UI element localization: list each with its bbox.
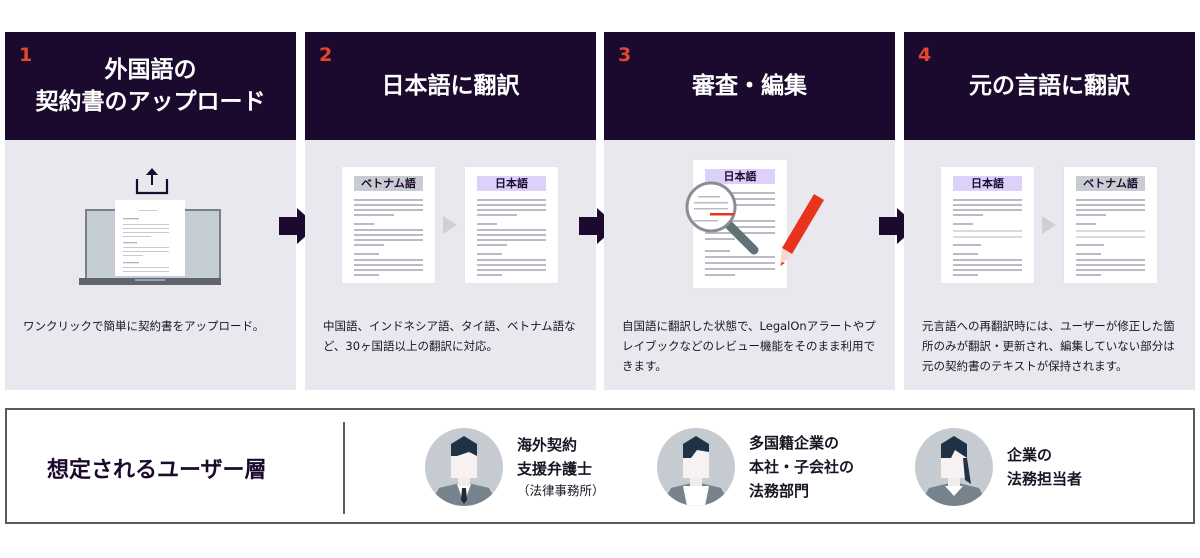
persona-label-line2: 支援弁護士: [517, 460, 593, 478]
step-1-header: 1 外国語の 契約書のアップロード: [5, 32, 296, 140]
arrow-right-icon: [879, 208, 917, 244]
edited-document: 日本語: [941, 167, 1034, 283]
persona-lawyer: 海外契約 支援弁護士 （法律事務所）: [425, 428, 605, 506]
persona-label-line2: 本社・子会社の: [749, 458, 855, 476]
step-title: 外国語の 契約書のアップロード: [35, 57, 266, 115]
arrow-right-icon: [579, 208, 617, 244]
translated-document: 日本語: [465, 167, 558, 283]
document-language-tag: ベトナム語: [354, 176, 423, 191]
retranslated-document: ベトナム語: [1064, 167, 1157, 283]
step-number: 2: [319, 44, 333, 66]
magnifier-icon: [685, 181, 759, 255]
document-language-tag: ベトナム語: [1076, 176, 1145, 191]
step-3-header: 3 審査・編集: [604, 32, 895, 140]
arrow-right-icon: [279, 208, 317, 244]
step-description: 中国語、インドネシア語、タイ語、ベトナム語など、30ヶ国語以上の翻訳に対応。: [323, 319, 576, 353]
persona-label-line3: 法務部門: [749, 482, 810, 500]
step-4-header: 4 元の言語に翻訳: [904, 32, 1195, 140]
persona-label-line1: 企業の: [1007, 446, 1053, 464]
small-arrow-icon: [1042, 216, 1056, 234]
persona-label-line2: 法務担当者: [1007, 470, 1083, 488]
step-3-body: 日本語 自国語に翻訳した状態で、L: [604, 140, 895, 390]
divider: [343, 422, 345, 514]
step-title: 日本語に翻訳: [381, 73, 520, 99]
step-4-panel: 4 元の言語に翻訳 日本語 ベトナム語: [904, 32, 1195, 390]
review-document: 日本語: [693, 160, 787, 288]
lawyer-avatar-icon: [425, 428, 503, 506]
persona-label-line1: 多国籍企業の: [749, 434, 840, 452]
step-title: 審査・編集: [692, 73, 807, 99]
small-arrow-icon: [443, 216, 457, 234]
step-title: 元の言語に翻訳: [969, 73, 1130, 99]
persona-label-line1: 海外契約: [517, 436, 578, 454]
document-language-tag: 日本語: [477, 176, 546, 191]
staff-avatar-icon: [915, 428, 993, 506]
persona-sublabel: （法律事務所）: [517, 483, 605, 498]
step-description: 自国語に翻訳した状態で、LegalOnアラートやプレイブックなどのレビュー機能を…: [622, 319, 876, 373]
step-description: 元言語への再翻訳時には、ユーザーが修正した箇所のみが翻訳・更新され、編集していな…: [922, 319, 1175, 373]
step-number: 1: [19, 44, 33, 66]
step-2-panel: 2 日本語に翻訳 ベトナム語 日本語: [305, 32, 596, 390]
step-1-panel: 1 外国語の 契約書のアップロード ワンクリックで簡: [5, 32, 296, 390]
target-users-box: 想定されるユーザー層 海外契約 支援弁護士 （法律事務所）: [5, 408, 1195, 524]
step-number: 3: [618, 44, 632, 66]
step-number: 4: [918, 44, 932, 66]
target-users-title: 想定されるユーザー層: [47, 458, 267, 483]
document-language-tag: 日本語: [953, 176, 1022, 191]
step-3-panel: 3 審査・編集 日本語: [604, 32, 895, 390]
document-language-tag: 日本語: [705, 169, 775, 184]
business-avatar-icon: [657, 428, 735, 506]
step-2-header: 2 日本語に翻訳: [305, 32, 596, 140]
upload-icon: [135, 168, 169, 195]
persona-corporate-legal: 企業の 法務担当者: [915, 428, 1082, 506]
red-pen-icon: [780, 194, 824, 266]
step-1-body: ワンクリックで簡単に契約書をアップロード。: [5, 140, 296, 390]
step-description: ワンクリックで簡単に契約書をアップロード。: [23, 319, 265, 333]
step-2-body: ベトナム語 日本語: [305, 140, 596, 390]
laptop-document-icon: [79, 200, 221, 285]
source-document: ベトナム語: [342, 167, 435, 283]
persona-multinational: 多国籍企業の 本社・子会社の 法務部門: [657, 428, 854, 506]
step-4-body: 日本語 ベトナム語: [904, 140, 1195, 390]
